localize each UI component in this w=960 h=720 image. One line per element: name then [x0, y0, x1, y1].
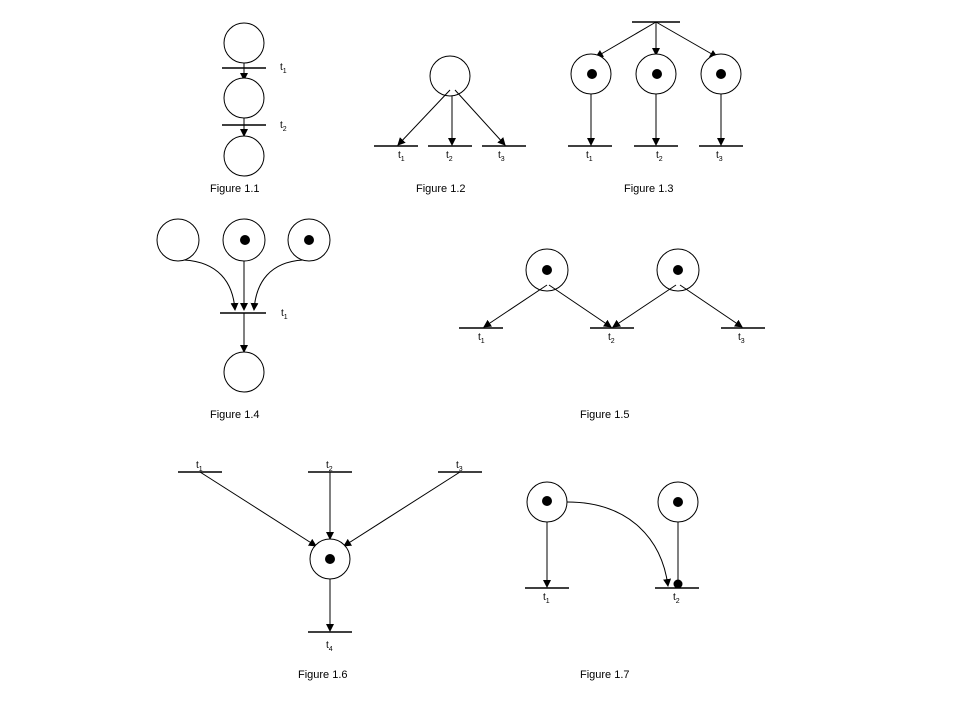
transition-label: t2: [446, 150, 453, 163]
figure-1-5: t1 t2 t3 Figure 1.5: [459, 248, 765, 421]
token: [673, 579, 683, 589]
transition-label: t1: [281, 308, 288, 321]
token: [652, 69, 662, 79]
arc: [199, 471, 317, 547]
figure-caption: Figure 1.2: [416, 183, 466, 195]
transition-label: t1: [586, 150, 593, 163]
token: [240, 235, 250, 245]
transition-label: t3: [716, 150, 723, 163]
arc: [612, 284, 677, 328]
figure-caption: Figure 1.6: [298, 669, 348, 681]
arc: [397, 89, 451, 146]
place: [223, 22, 265, 64]
figure-caption: Figure 1.5: [580, 409, 630, 421]
transition-label: t3: [498, 150, 505, 163]
transition-label: t1: [280, 62, 287, 75]
token: [542, 265, 552, 275]
figure-1-4: t1 Figure 1.4: [156, 218, 331, 421]
arc: [454, 89, 506, 146]
figure-caption: Figure 1.3: [624, 183, 674, 195]
token: [716, 69, 726, 79]
place: [156, 218, 200, 262]
figure-1-3: t1 t2 t3 Figure 1.3: [568, 21, 743, 195]
figure-caption: Figure 1.4: [210, 409, 260, 421]
transition-label: t1: [196, 460, 203, 473]
arc: [483, 284, 548, 328]
token: [673, 265, 683, 275]
place: [223, 77, 265, 119]
token: [587, 69, 597, 79]
token: [542, 496, 552, 506]
transition-label: t4: [326, 640, 333, 653]
transition-label: t3: [456, 460, 463, 473]
figure-1-7: t1 t2 Figure 1.7: [525, 481, 699, 681]
arc: [343, 471, 461, 547]
transition-label: t1: [398, 150, 405, 163]
transition-label: t2: [326, 460, 333, 473]
token: [673, 497, 683, 507]
transition-label: t1: [543, 592, 550, 605]
token: [325, 554, 335, 564]
figure-1-1: t1 t2 Figure 1.1: [210, 22, 287, 195]
arc: [548, 284, 612, 328]
arc: [566, 501, 672, 587]
arc: [183, 259, 239, 311]
transition-label: t2: [280, 120, 287, 133]
transition-label: t2: [656, 150, 663, 163]
transition-label: t2: [673, 592, 680, 605]
place: [223, 351, 265, 393]
transition-label: t2: [608, 332, 615, 345]
figure-1-6: t1 t2 t3 t4 Figure 1.6: [178, 460, 482, 681]
figure-caption: Figure 1.1: [210, 183, 260, 195]
transition-label: t1: [478, 332, 485, 345]
token: [304, 235, 314, 245]
transition-label: t3: [738, 332, 745, 345]
figure-caption: Figure 1.7: [580, 669, 630, 681]
place: [223, 135, 265, 177]
figure-1-2: t1 t2 t3 Figure 1.2: [374, 55, 526, 195]
arc: [250, 259, 304, 311]
arc: [679, 284, 743, 328]
arc: [655, 21, 718, 58]
arc: [595, 21, 657, 58]
place: [429, 55, 471, 97]
